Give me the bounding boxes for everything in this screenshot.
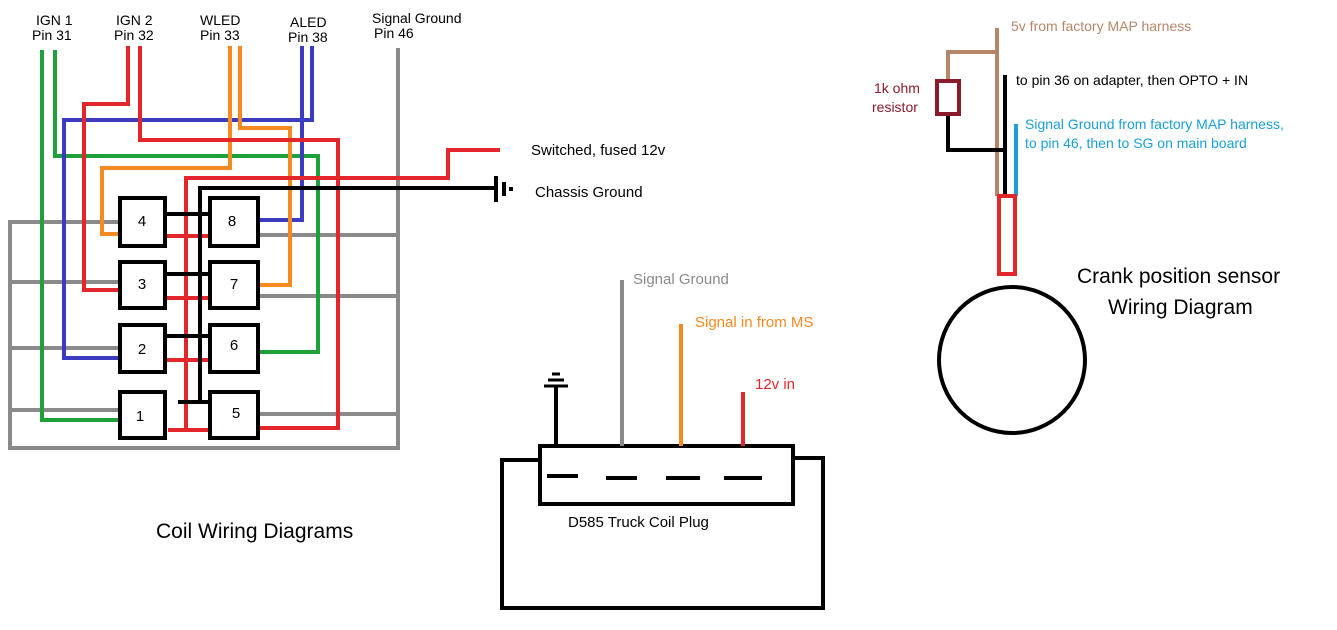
sensor-lead [997,194,1017,276]
aled-wires [62,46,314,360]
sg-harness-label-line2: to pin 46, then to SG on main board [1025,135,1247,151]
plug-connector-box [538,444,795,506]
coil-6 [208,323,260,374]
ign2-label-line2: Pin 32 [114,27,154,43]
crank-title-line2: Wiring Diagram [1108,296,1253,319]
plug-caption: D585 Truck Coil Plug [568,514,709,531]
resistor-label-line1: 1k ohm [874,80,920,96]
plug-dashes [547,474,762,480]
plug-signal-in-label: Signal in from MS [695,314,813,331]
five-v-label: 5v from factory MAP harness [1011,18,1191,34]
coil-8-label: 8 [228,213,236,230]
chassis-ground-label: Chassis Ground [535,184,643,201]
coil-3 [118,260,167,310]
coil-2-label: 2 [138,341,146,358]
coil-8 [208,196,260,248]
coil-5-label: 5 [232,405,240,422]
coil-5 [208,390,260,440]
five-v-branch-wire [946,50,997,82]
ign1-wires [40,50,320,422]
coil-boxes [118,196,260,440]
signal-ground-wires [8,48,400,450]
coil-7 [208,260,260,310]
sg-label-line2: Pin 46 [374,25,414,41]
crank-sensor-circle [937,285,1087,435]
plug-signal-ground-label: Signal Ground [633,271,729,288]
plug-outer-bracket [500,456,825,610]
plug-12v-label: 12v in [755,376,795,393]
wled-wires [100,46,292,287]
pin36-label: to pin 36 on adapter, then OPTO + IN [1016,72,1248,88]
chassis-ground-wires [163,186,496,404]
chassis-ground-icon [494,176,513,202]
wled-label-line1: WLED [200,12,240,28]
sg-label-line1: Signal Ground [372,10,462,26]
coil-4-label: 4 [138,213,146,230]
truck-coil-plug [500,280,825,610]
coil-6-label: 6 [230,337,238,354]
ign1-label-line1: IGN 1 [36,12,73,28]
crank-title-line1: Crank position sensor [1077,265,1280,288]
crank-sensor-wiring [935,28,1087,435]
wled-label-line2: Pin 33 [200,27,240,43]
ign2-label-line1: IGN 2 [116,12,153,28]
coil-1 [118,390,167,440]
coil-diagram-title: Coil Wiring Diagrams [156,520,353,543]
resistor-return-wire [946,114,1005,152]
coil-2 [118,323,167,374]
ign1-label-line2: Pin 31 [32,27,72,43]
aled-label-line2: Pin 38 [288,29,328,45]
coil-7-label: 7 [230,276,238,293]
plug-ground-icon [544,372,568,388]
coil-1-label: 1 [136,408,144,425]
coil-4 [118,196,167,248]
aled-label-line1: ALED [290,14,327,30]
coil-3-label: 3 [138,276,146,293]
resistor-label-line2: resistor [872,99,918,115]
resistor-icon [935,79,961,116]
switched-12v-label: Switched, fused 12v [531,142,666,159]
sg-harness-label-line1: Signal Ground from factory MAP harness, [1025,116,1284,132]
